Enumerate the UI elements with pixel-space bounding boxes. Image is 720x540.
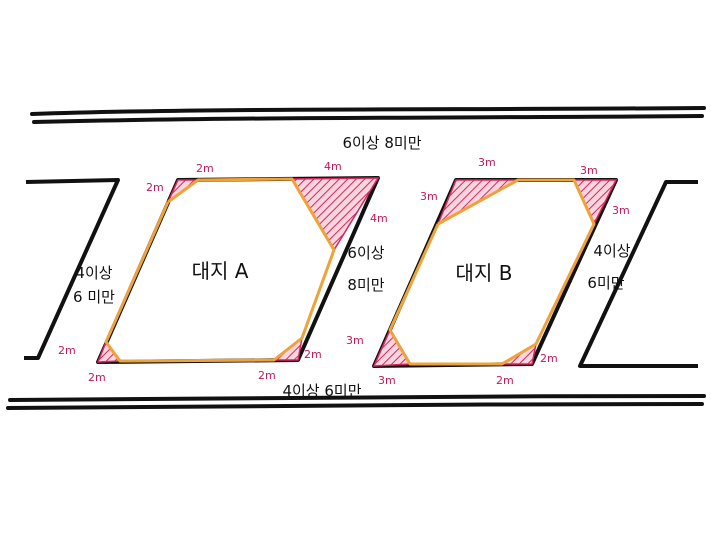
lot-b-label: 대지 B bbox=[456, 261, 513, 285]
lot-a-dim-top-right-2: 4m bbox=[370, 212, 388, 225]
lot-a-dim-bottom-right-2: 2m bbox=[258, 369, 276, 382]
lot-b-dim-bottom-right-2: 2m bbox=[496, 374, 514, 387]
left-road-width-label-line2: 6 미만 bbox=[73, 288, 115, 306]
top-road-edge-upper bbox=[30, 106, 706, 116]
top-road-edge-lower bbox=[32, 114, 704, 124]
lot-b-dim-top-right-1: 3m bbox=[580, 164, 598, 177]
lot-b-dim-top-right-2: 3m bbox=[612, 204, 630, 217]
lot-a-dim-bottom-right-1: 2m bbox=[304, 348, 322, 361]
bottom-road-edge-upper bbox=[8, 394, 706, 402]
top-road-width-label: 6이상 8미만 bbox=[342, 134, 421, 152]
lot-a-dim-top-left-2: 2m bbox=[146, 181, 164, 194]
lot-a-label: 대지 A bbox=[192, 259, 249, 283]
lot-a-dim-top-right-1: 4m bbox=[324, 160, 342, 173]
right-block-outline bbox=[578, 180, 698, 368]
lot-a-dim-top-left-1: 2m bbox=[196, 162, 214, 175]
middle-road-width-label-line2: 8미만 bbox=[347, 276, 384, 294]
lot-b-dim-bottom-left-1: 3m bbox=[346, 334, 364, 347]
left-block-outline bbox=[24, 178, 120, 360]
lot-a-dim-bottom-left-1: 2m bbox=[58, 344, 76, 357]
right-road-width-label-line2: 6미만 bbox=[587, 274, 624, 292]
lot-b-corner-top-right bbox=[572, 179, 618, 226]
left-road-width-label-line1: 4이상 bbox=[75, 264, 112, 282]
middle-road-width-label-line1: 6이상 bbox=[347, 244, 384, 262]
right-road-width-label-line1: 4이상 bbox=[593, 242, 630, 260]
bottom-road-edge-lower bbox=[6, 402, 704, 410]
lot-a-buildable-line bbox=[104, 177, 336, 363]
lot-b-dim-bottom-right-1: 2m bbox=[540, 352, 558, 365]
lot-a-dim-bottom-left-2: 2m bbox=[88, 371, 106, 384]
bottom-road-width-label: 4이상 6미만 bbox=[282, 382, 361, 400]
lot-b-dim-top-left-1: 3m bbox=[478, 156, 496, 169]
lot-b-dim-top-left-2: 3m bbox=[420, 190, 438, 203]
lot-b-dim-bottom-left-2: 3m bbox=[378, 374, 396, 387]
lot-b-buildable-line bbox=[388, 178, 596, 366]
lot-a-corner-top-right bbox=[290, 177, 380, 252]
